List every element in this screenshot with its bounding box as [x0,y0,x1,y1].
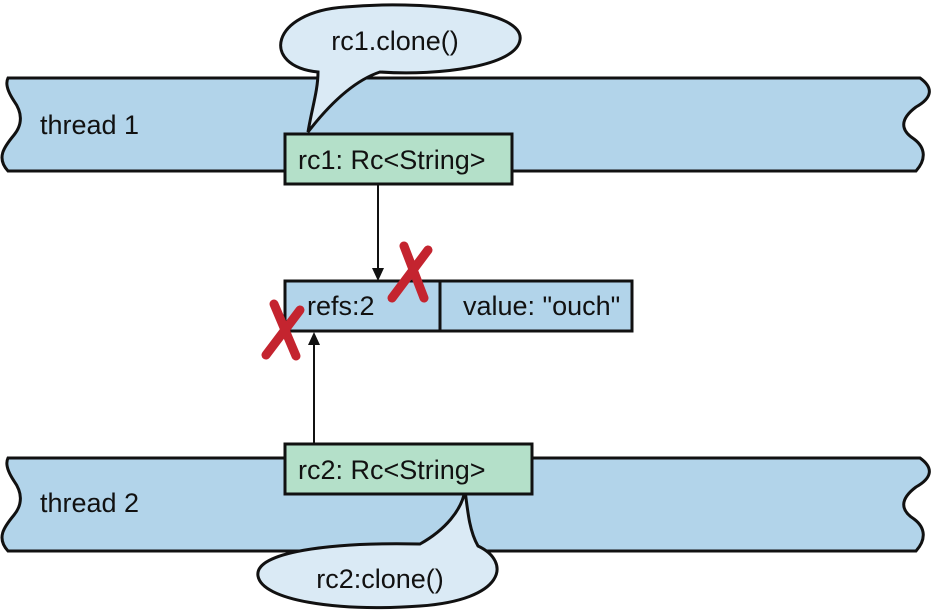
cross-mark [387,241,433,303]
rc2-handle-box [283,442,534,496]
cross-mark [261,299,305,361]
rc-value-label: value: "ouch" [463,291,620,321]
rc-value-cell [438,279,634,333]
rc1-handle-label: rc1: Rc<String> [298,145,486,175]
arrowhead-rc1 [372,268,384,281]
rc1-handle-box [283,132,514,186]
callout-bottom-text: rc2:clone() [316,564,444,594]
arrowhead-rc2 [308,332,320,345]
callout-top-text: rc1.clone() [331,26,459,56]
thread-1-band [0,76,931,173]
rc2-handle-label: rc2: Rc<String> [298,455,486,485]
rc-refs-label: refs:2 [307,291,375,321]
thread-2-label: thread 2 [40,488,139,518]
rc-refs-cell [283,279,442,333]
callout-top-bubble [279,3,522,133]
thread-1-label: thread 1 [40,110,139,140]
